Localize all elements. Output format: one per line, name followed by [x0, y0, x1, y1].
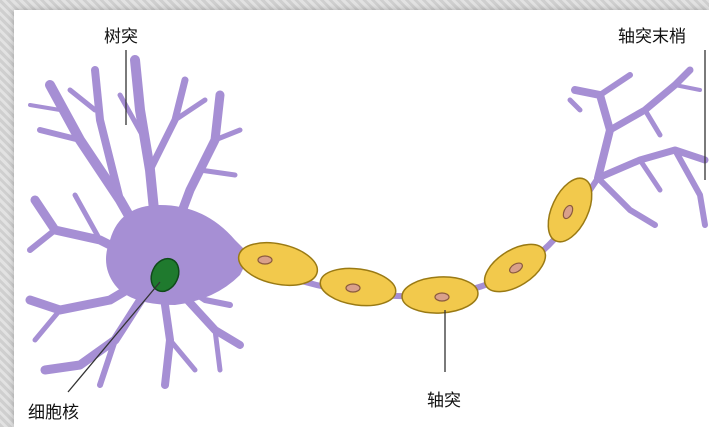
nucleus-label: 细胞核: [28, 398, 79, 423]
myelin-sheaths: [235, 172, 601, 315]
axon-label: 轴突: [427, 386, 461, 411]
axon-terminal-label: 轴突末梢: [618, 22, 686, 47]
dendrite-label: 树突: [104, 22, 138, 47]
cell-body: [106, 205, 250, 305]
